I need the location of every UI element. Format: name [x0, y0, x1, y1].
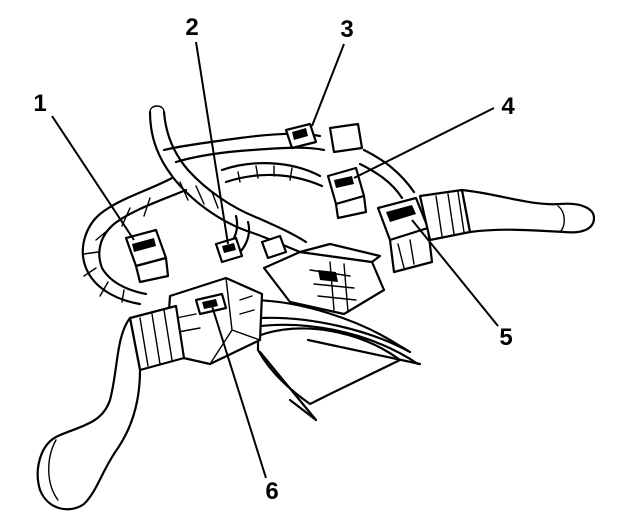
callout-2: 2	[185, 14, 199, 41]
leader-1	[51, 115, 135, 241]
leader-6	[211, 305, 267, 479]
left-stalk	[36, 304, 186, 511]
callout-4: 4	[501, 93, 515, 120]
column-shaft	[256, 327, 422, 422]
harness-bundle	[81, 105, 416, 306]
leader-5	[411, 219, 499, 327]
callout-3: 3	[340, 16, 354, 43]
connector-3	[284, 122, 364, 154]
leader-4	[353, 107, 495, 179]
right-stalk	[418, 188, 596, 242]
left-switch-body	[164, 276, 264, 366]
callout-1: 1	[33, 90, 47, 117]
connector-5	[376, 196, 434, 274]
connector-1	[124, 228, 170, 284]
leader-2	[195, 41, 229, 245]
callout-6: 6	[265, 478, 279, 505]
connector-2	[214, 234, 288, 264]
switch-assembly	[234, 242, 420, 366]
leader-lines	[51, 41, 499, 479]
leader-3	[311, 43, 345, 127]
callout-5: 5	[499, 324, 513, 351]
